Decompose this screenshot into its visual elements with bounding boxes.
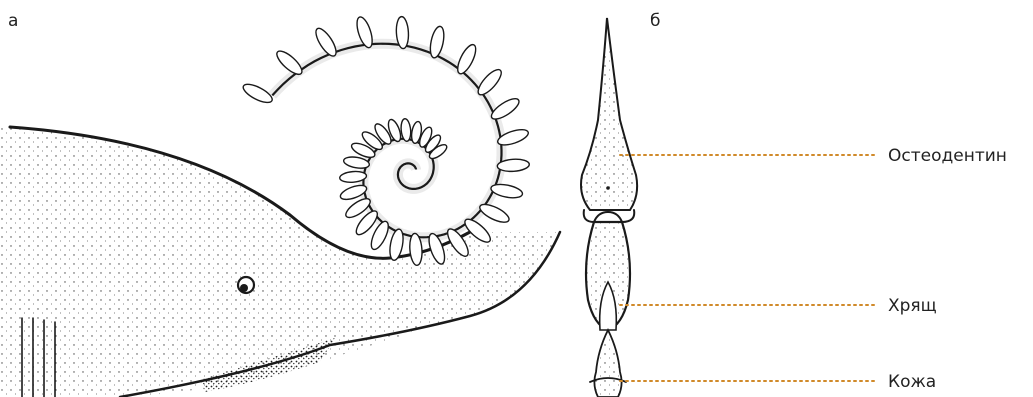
tooth-shoulder bbox=[584, 210, 635, 222]
tooth-blade bbox=[581, 18, 637, 210]
callout-osteodentin: Остеодентин bbox=[620, 146, 1007, 166]
whorl-tooth bbox=[241, 81, 275, 106]
panel-b-letter: б bbox=[650, 11, 660, 31]
label-skin: Кожа bbox=[888, 372, 936, 392]
tooth-dot bbox=[606, 186, 610, 190]
callout-skin: Кожа bbox=[620, 372, 936, 392]
eye-pupil bbox=[240, 284, 248, 292]
label-cartilage: Хрящ bbox=[888, 296, 937, 316]
panel-b: б bbox=[581, 11, 660, 397]
callout-cartilage: Хрящ bbox=[620, 296, 937, 316]
label-osteodentin: Остеодентин bbox=[888, 146, 1007, 166]
lower-tooth bbox=[594, 330, 621, 397]
panel-a: а bbox=[0, 11, 560, 397]
panel-a-letter: а bbox=[8, 11, 18, 31]
